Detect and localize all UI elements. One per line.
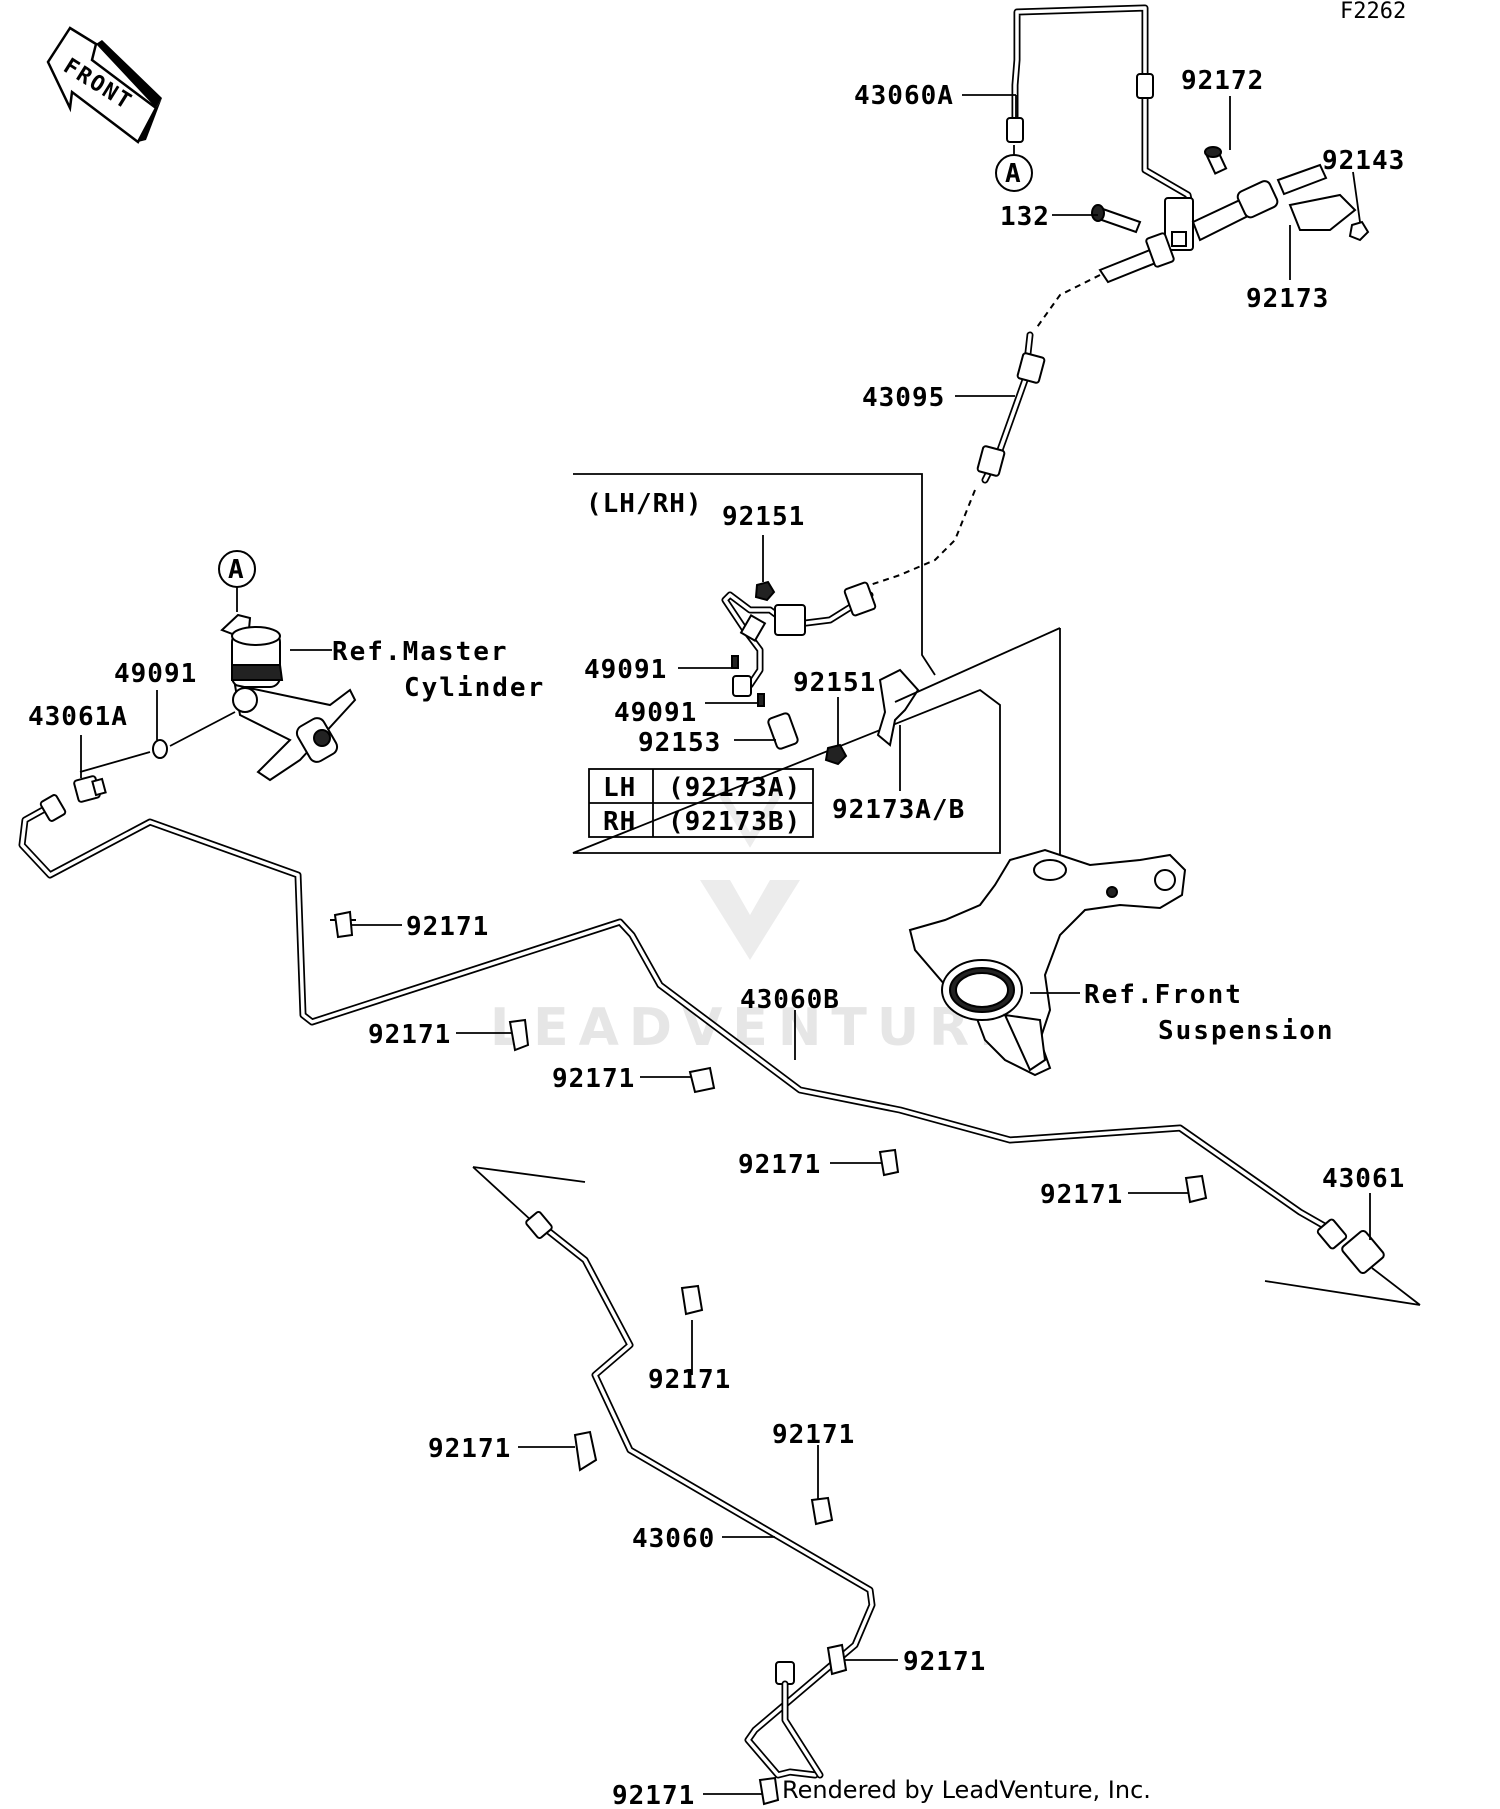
ref-front-suspension-1: Ref.Front [1084, 980, 1243, 1010]
callout-92171-c: 92171 [552, 1064, 635, 1094]
pipe-43060B [18, 794, 1385, 1275]
callout-92171-b: 92171 [368, 1020, 451, 1050]
callout-92173AB: 92173A/B [832, 795, 965, 825]
callout-92153: 92153 [638, 728, 721, 758]
ref-marker-a-left: A [228, 555, 245, 585]
washer-49091 [152, 739, 168, 759]
figure-code: F2262 [1340, 0, 1406, 24]
callout-132: 132 [1000, 202, 1050, 232]
callout-43060B: 43060B [740, 985, 840, 1015]
table-rh-part: (92173B) [668, 807, 801, 837]
table-lh-part: (92173A) [668, 773, 801, 803]
callout-92171-j: 92171 [612, 1781, 695, 1809]
watermark-text: LEADVENTURE [490, 998, 1025, 1058]
callout-43095: 43095 [862, 383, 945, 413]
callout-43060: 43060 [632, 1524, 715, 1554]
watermark: LEADVENTURE [490, 787, 1025, 1058]
callout-49091-b: 49091 [614, 698, 697, 728]
callout-43061: 43061 [1322, 1164, 1405, 1194]
master-cylinder: A Ref.Master Cylinder [218, 550, 545, 782]
clips-92171 [330, 910, 1208, 1806]
callout-92171-h: 92171 [772, 1420, 855, 1450]
callout-92171-i: 92171 [903, 1647, 986, 1677]
pipe-43060 [525, 1211, 876, 1779]
callout-92171-a: 92171 [406, 912, 489, 942]
footer-credit: Rendered by LeadVenture, Inc. [782, 1776, 1151, 1804]
inset-title: (LH/RH) [586, 489, 703, 519]
bracket-assembly [1091, 146, 1370, 284]
callout-92172: 92172 [1181, 66, 1264, 96]
ref-front-suspension-2: Suspension [1158, 1016, 1335, 1046]
callout-92171-e: 92171 [1040, 1180, 1123, 1210]
callout-43060A: 43060A [854, 81, 954, 111]
callout-92171-g: 92171 [428, 1434, 511, 1464]
callout-92143: 92143 [1322, 146, 1405, 176]
callout-92151-bottom: 92151 [793, 668, 876, 698]
hose-43095 [869, 274, 1101, 586]
callout-leaders [80, 94, 1371, 1795]
union-bolt-43061A [73, 775, 107, 803]
callout-92171-d: 92171 [738, 1150, 821, 1180]
ref-master-cylinder-2: Cylinder [404, 673, 545, 703]
ref-master-cylinder-1: Ref.Master [332, 637, 509, 667]
callout-92151-top: 92151 [722, 502, 805, 532]
callout-labels: 43060A 92172 92143 132 92173 43095 92151… [28, 66, 1405, 1809]
table-rh-side: RH [603, 807, 636, 837]
pipe-43060A [1006, 4, 1194, 209]
callout-49091-c: 49091 [114, 659, 197, 689]
callout-92171-f: 92171 [648, 1365, 731, 1395]
front-arrow-icon: FRONT [46, 26, 162, 144]
callout-92173: 92173 [1246, 284, 1329, 314]
table-lh-side: LH [603, 773, 636, 803]
ref-marker-a-top: A [1005, 159, 1022, 189]
callout-43061A: 43061A [28, 702, 128, 732]
steering-knuckle: Ref.Front Suspension [908, 848, 1335, 1077]
callout-49091-a: 49091 [584, 655, 667, 685]
